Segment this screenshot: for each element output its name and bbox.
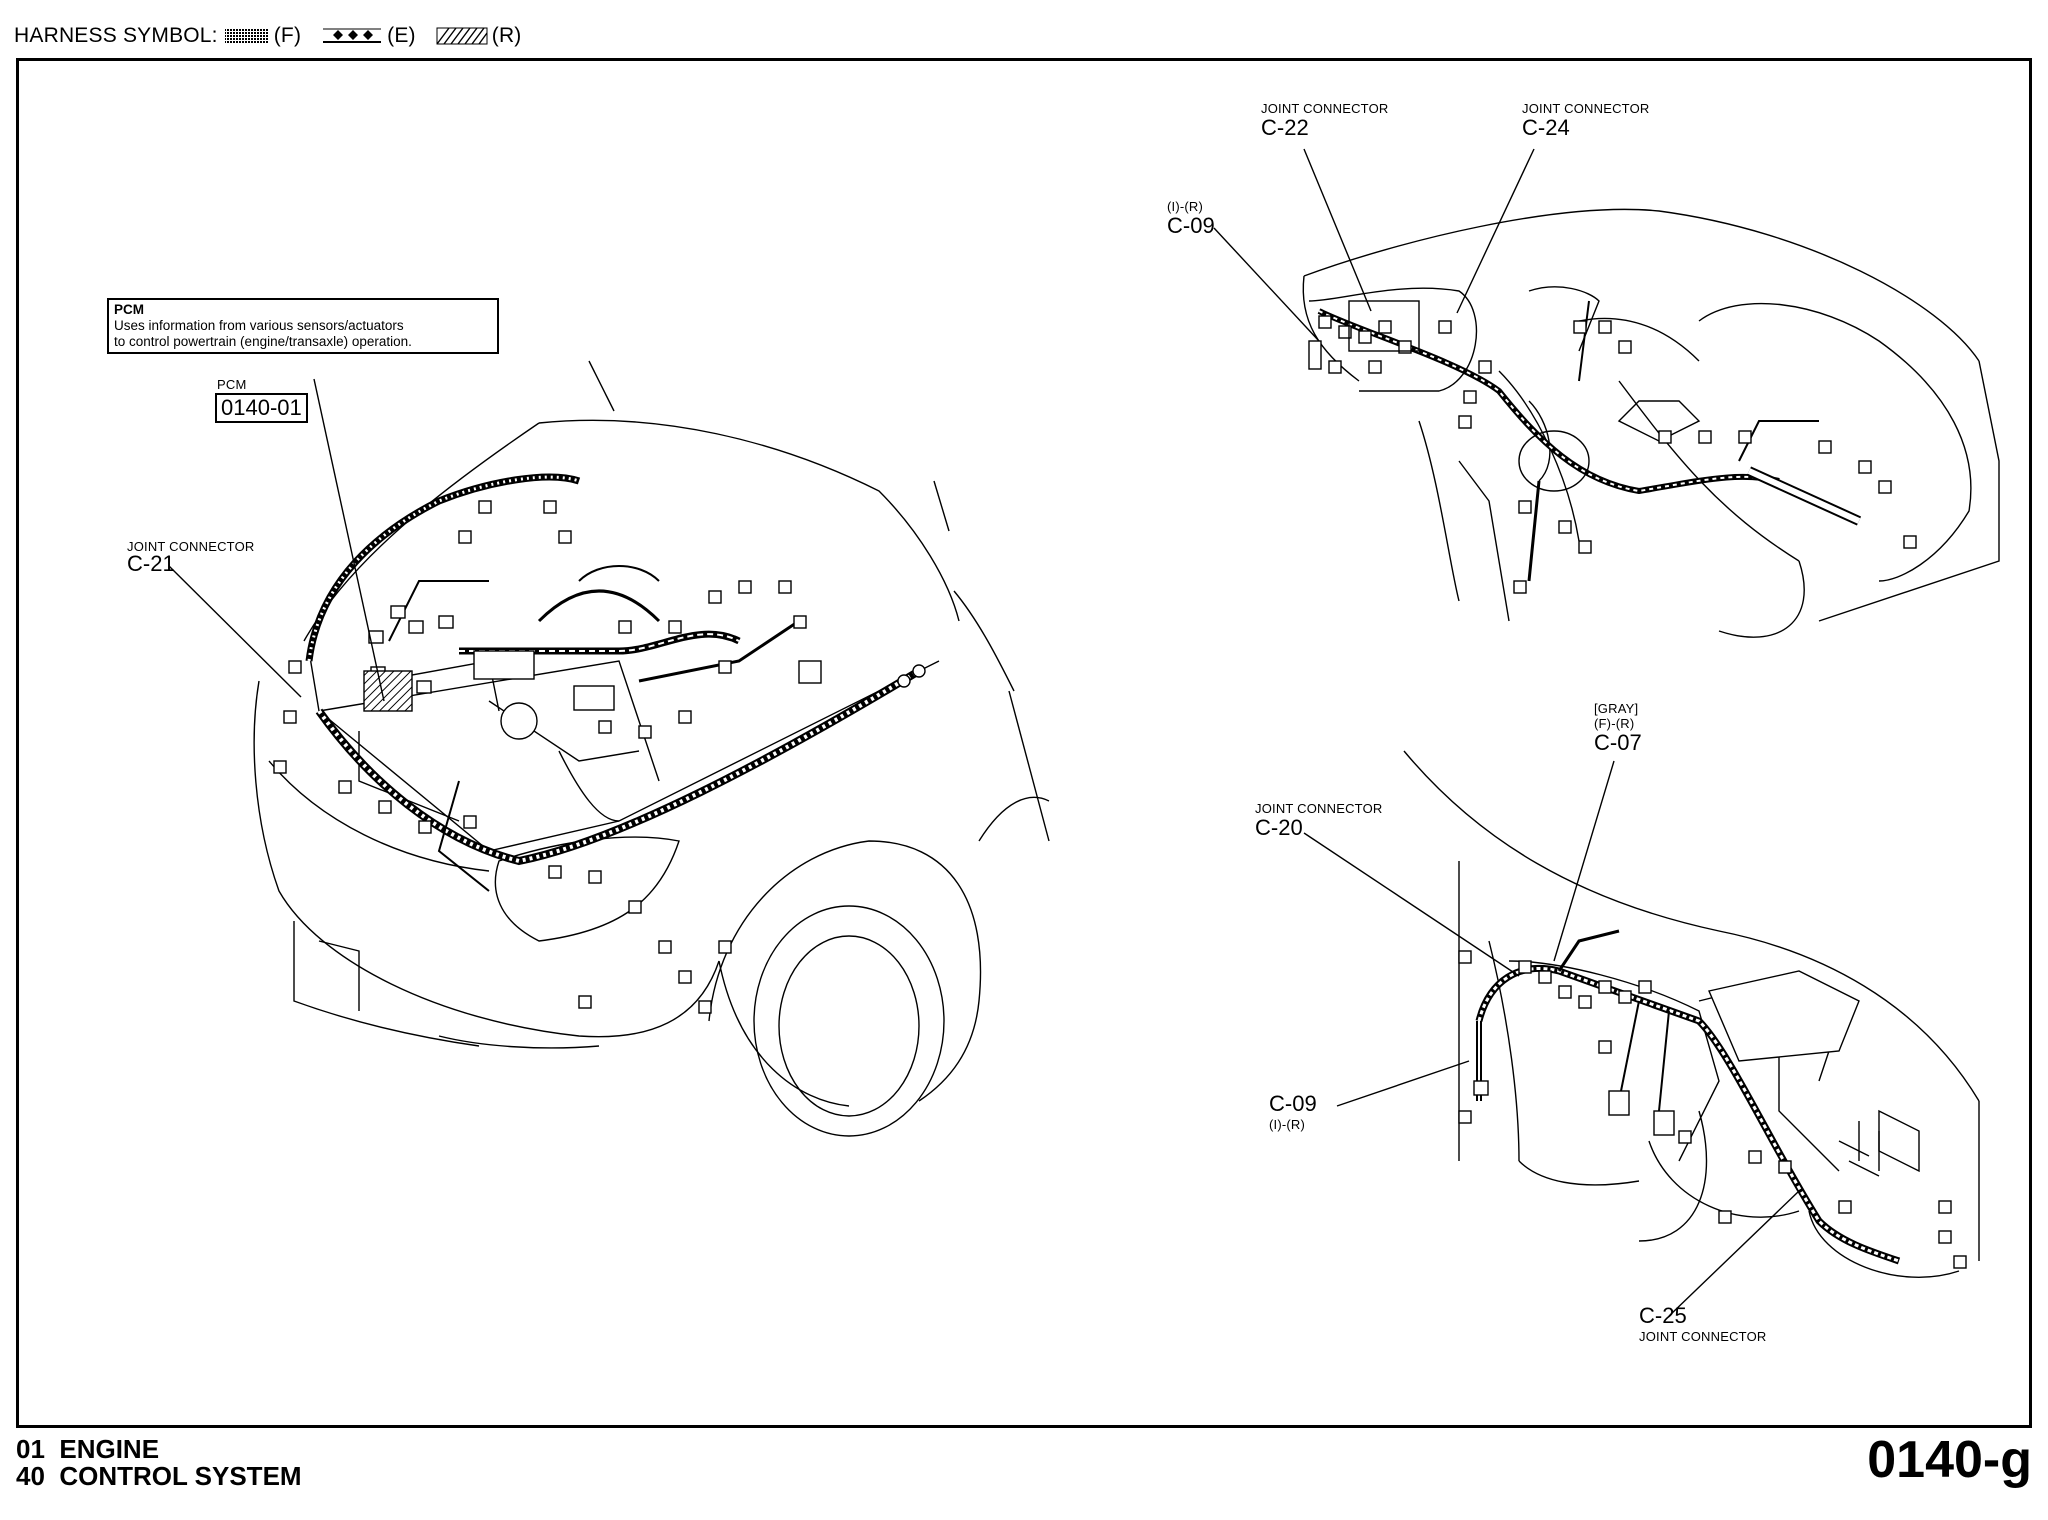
pcm-box-line2: to control powertrain (engine/transaxle)…	[114, 334, 412, 349]
engine-compartment-illustration	[253, 360, 1050, 1137]
section-line-engine: 01 ENGINE	[16, 1434, 160, 1464]
section-line-control-system: 40 CONTROL SYSTEM	[16, 1461, 302, 1491]
dashboard-illustration	[1302, 208, 2000, 638]
cowl-connectors	[1458, 950, 1967, 1269]
c20-code: C-20	[1255, 815, 1303, 840]
callout-leaders-bottomright	[1303, 760, 1800, 1317]
wiring-diagram-frame: PCM Uses information from various sensor…	[16, 58, 2032, 1428]
c09-top-code: C-09	[1167, 213, 1215, 238]
c07-caption-color: [GRAY]	[1594, 701, 1639, 716]
c21-code: C-21	[127, 551, 175, 576]
pcm-ref-label: PCM	[217, 377, 247, 392]
dashboard-connectors	[1308, 300, 1917, 594]
c09-top-caption: (I)-(R)	[1167, 199, 1204, 214]
engine-connectors	[273, 500, 926, 1014]
diamond-line-harness-icon	[323, 28, 382, 43]
callout-leaders-topright	[1213, 148, 1535, 342]
section-title: 01 ENGINE 40 CONTROL SYSTEM	[16, 1436, 302, 1490]
legend-label-e: (E)	[387, 24, 416, 47]
callout-leaders-left	[168, 378, 385, 702]
harness-location-drawing	[168, 148, 2000, 1317]
c09-bottom-code: C-09	[1269, 1091, 1317, 1116]
legend-label-f: (F)	[273, 24, 302, 47]
legend-prefix: HARNESS SYMBOL:	[14, 24, 218, 47]
c07-code: C-07	[1594, 730, 1642, 755]
c20-caption: JOINT CONNECTOR	[1255, 801, 1383, 816]
c07-caption-harness: (F)-(R)	[1594, 716, 1635, 731]
cowl-area-illustration	[1403, 750, 1980, 1278]
c25-code: C-25	[1639, 1303, 1687, 1328]
c22-caption: JOINT CONNECTOR	[1261, 101, 1389, 116]
harness-symbol-legend: HARNESS SYMBOL: (F) (E) (R)	[14, 22, 536, 50]
c24-caption: JOINT CONNECTOR	[1522, 101, 1650, 116]
pcm-box-line1: Uses information from various sensors/ac…	[114, 318, 404, 333]
legend-label-r: (R)	[491, 24, 522, 47]
pcm-box-title: PCM	[114, 302, 144, 317]
c24-code: C-24	[1522, 115, 1570, 140]
dotted-grid-harness-icon	[224, 28, 269, 44]
pcm-description-box: PCM Uses information from various sensor…	[107, 298, 499, 354]
diagonal-hatch-harness-icon	[436, 27, 488, 45]
engine-harness	[305, 473, 922, 892]
c21-caption: JOINT CONNECTOR	[127, 539, 255, 554]
pcm-ref-code-box: 0140-01	[215, 393, 308, 423]
page-code: 0140-g	[1867, 1431, 2032, 1489]
c09-bottom-caption: (I)-(R)	[1269, 1117, 1306, 1132]
c22-code: C-22	[1261, 115, 1309, 140]
c25-caption: JOINT CONNECTOR	[1639, 1329, 1767, 1344]
